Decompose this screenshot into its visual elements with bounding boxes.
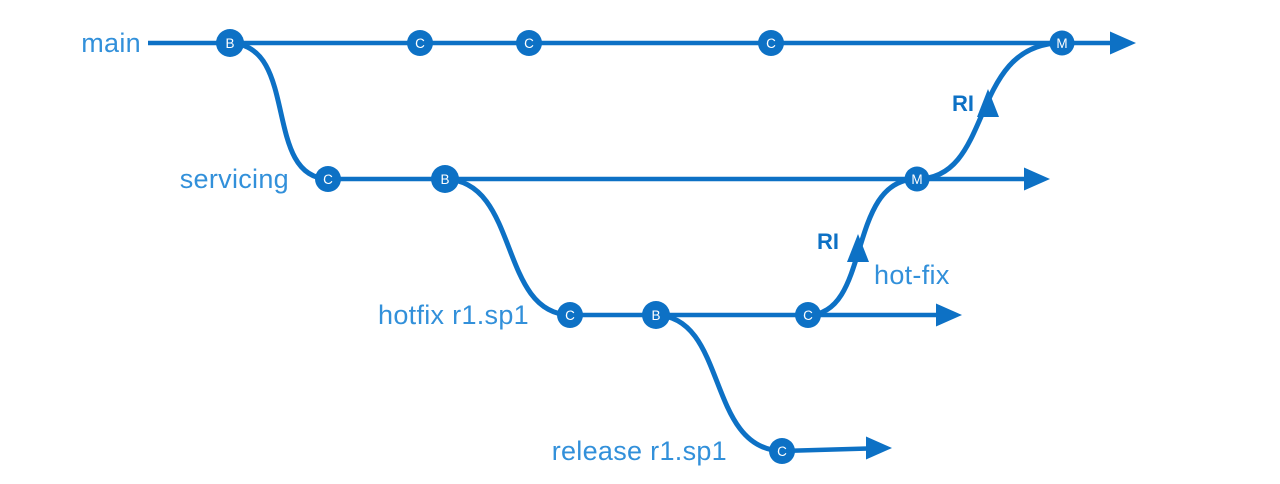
- branch-hotfix: hotfix r1.sp1 C B C: [378, 300, 962, 330]
- node-letter: C: [777, 444, 787, 459]
- node-letter: M: [911, 172, 922, 187]
- node-letter: B: [225, 36, 234, 51]
- main-node-branch: B: [216, 29, 244, 57]
- commit-node: [795, 302, 821, 328]
- servicing-node-change: C: [315, 166, 341, 192]
- hotfix-node-branch: B: [642, 301, 670, 329]
- commit-node: [216, 29, 244, 57]
- ri-label-lower: RI: [817, 229, 839, 254]
- node-letter: C: [565, 308, 575, 323]
- node-letter: C: [323, 172, 333, 187]
- node-letter: M: [1056, 36, 1067, 51]
- node-letter: C: [524, 36, 534, 51]
- main-node-merge: M: [1049, 30, 1075, 56]
- hotfix-branch-label: hotfix r1.sp1: [378, 300, 529, 330]
- hotfix-node-change-2: C: [795, 302, 821, 328]
- hotfix-merge-label: hot-fix: [874, 260, 950, 290]
- merge-node: [904, 166, 930, 192]
- commit-node: [431, 165, 459, 193]
- release-branch-label: release r1.sp1: [552, 436, 727, 466]
- commit-node: [315, 166, 341, 192]
- branch-release: release r1.sp1 C: [552, 436, 892, 466]
- servicing-branch-arrowhead-icon: [1024, 167, 1050, 191]
- release-node-change: C: [769, 438, 795, 464]
- node-letter: C: [415, 36, 425, 51]
- hotfix-branch-arrowhead-icon: [936, 303, 962, 327]
- branch-main: main B C C C M: [81, 28, 1136, 58]
- fork-curve-hotfix-to-release: [653, 312, 785, 454]
- fork-curves: [227, 40, 785, 454]
- main-node-change-2: C: [516, 30, 542, 56]
- servicing-node-merge: M: [904, 166, 930, 192]
- servicing-node-branch: B: [431, 165, 459, 193]
- ri-arrowhead-upper-icon: [977, 89, 999, 117]
- commit-node: [769, 438, 795, 464]
- merge-curves: [805, 40, 1065, 318]
- commit-node: [758, 30, 784, 56]
- branch-servicing: servicing C B M: [180, 164, 1050, 194]
- node-letter: B: [651, 308, 660, 323]
- main-branch-label: main: [81, 28, 141, 58]
- ri-arrowhead-lower-icon: [847, 234, 869, 262]
- annotations: RI RI hot-fix: [817, 91, 974, 290]
- release-branch-arrowhead-icon: [866, 436, 892, 460]
- commit-node: [557, 302, 583, 328]
- ri-label-upper: RI: [952, 91, 974, 116]
- fork-curve-main-to-servicing: [227, 40, 331, 182]
- main-node-change-1: C: [407, 30, 433, 56]
- merge-node: [1049, 30, 1075, 56]
- main-node-change-3: C: [758, 30, 784, 56]
- main-branch-arrowhead-icon: [1110, 31, 1136, 55]
- fork-curve-servicing-to-hotfix: [442, 176, 573, 318]
- hotfix-node-change-1: C: [557, 302, 583, 328]
- commit-node: [642, 301, 670, 329]
- node-letter: B: [440, 172, 449, 187]
- servicing-branch-label: servicing: [180, 164, 289, 194]
- release-branch-line: [781, 446, 869, 454]
- node-letter: C: [766, 36, 776, 51]
- commit-node: [516, 30, 542, 56]
- node-letter: C: [803, 308, 813, 323]
- commit-node: [407, 30, 433, 56]
